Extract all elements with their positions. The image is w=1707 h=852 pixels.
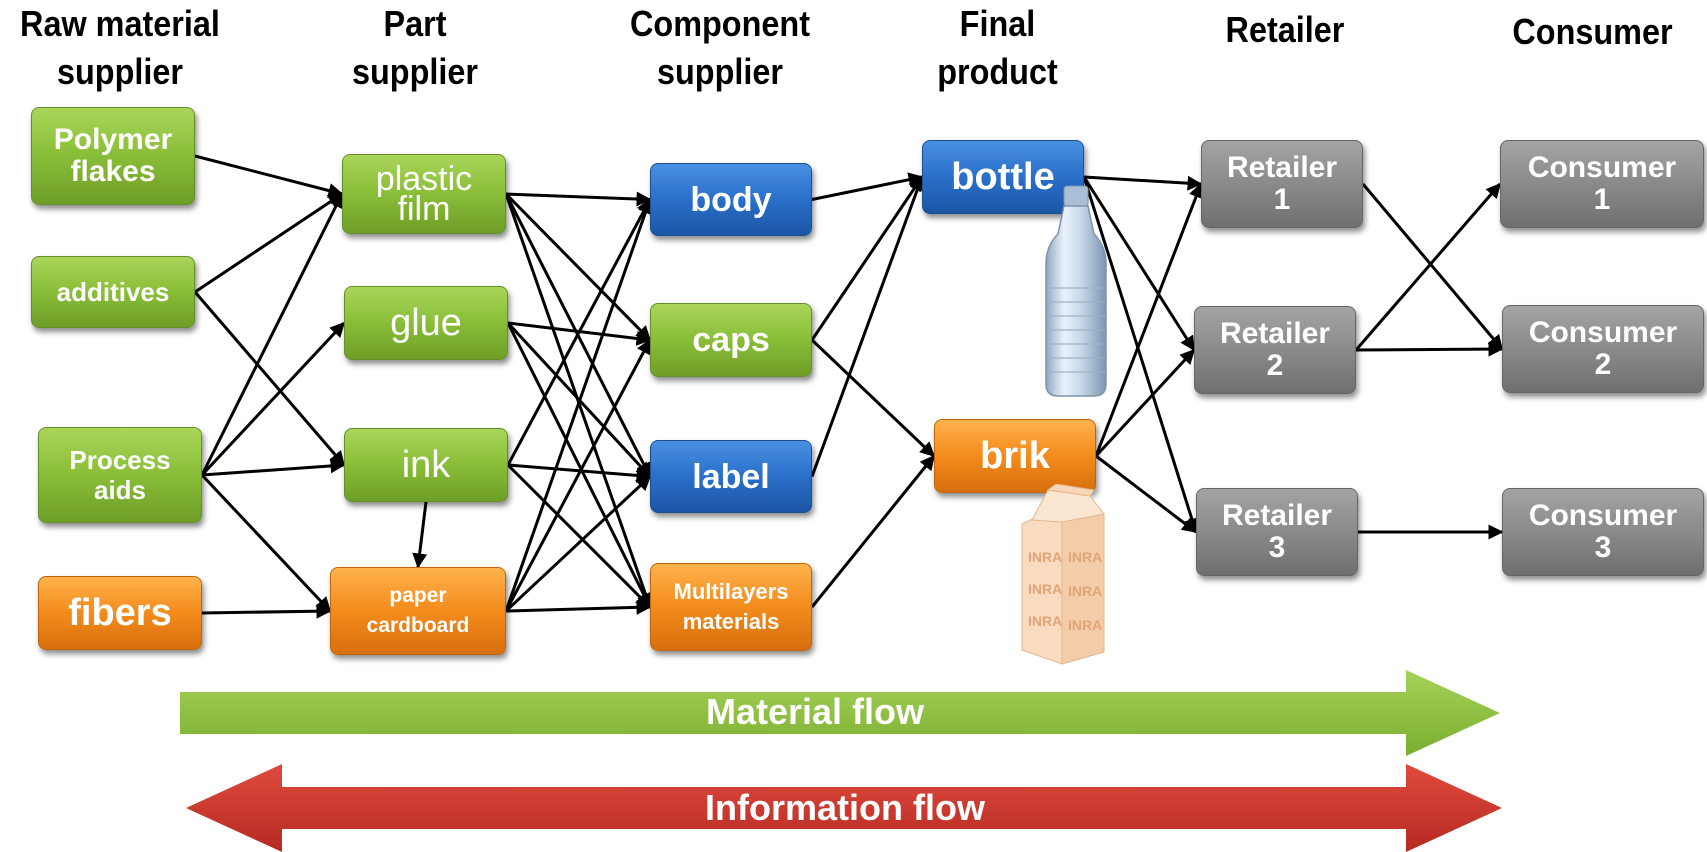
arrow-process-to-plastic: [200, 192, 344, 476]
column-title-retailer: Retailer: [1225, 9, 1345, 50]
svg-text:INRA: INRA: [1068, 617, 1102, 633]
svg-text:INRA: INRA: [1068, 583, 1102, 599]
arrow-plastic-to-caps: [504, 192, 652, 342]
column-title-consumer: Consumer: [1512, 11, 1673, 52]
material-flow-label: Material flow: [705, 691, 925, 732]
node-brik: brik: [934, 419, 1096, 493]
material-flow-arrow: [180, 670, 1500, 756]
arrow-label-to-bottle: [810, 175, 925, 478]
node-bottle: bottle: [922, 140, 1084, 214]
node-body: body: [650, 163, 812, 236]
arrow-r2-to-c2: [1355, 341, 1504, 357]
node-consumer-1: Consumer 1: [1500, 140, 1704, 228]
arrow-body-to-bottle: [811, 172, 924, 201]
arrow-paper-to-body: [504, 198, 653, 612]
arrow-glue-to-multi: [506, 322, 652, 609]
column-title-raw-material: Raw material supplier: [20, 3, 220, 92]
information-flow-label: Information flow: [705, 787, 985, 828]
node-retailer-3: Retailer 3: [1196, 488, 1358, 576]
node-plastic-film: plastic film: [342, 154, 506, 234]
arrow-plastic-to-body: [505, 191, 652, 207]
arrow-bottle-to-r3: [1082, 176, 1200, 534]
column-title-component-supplier: Component supplier: [630, 3, 810, 92]
node-multilayers-materials: Multilayers materials: [650, 563, 812, 651]
node-ink: ink: [344, 428, 508, 502]
arrow-r2-to-c1: [1354, 182, 1502, 351]
node-glue: glue: [344, 286, 508, 360]
arrow-additives-to-ink: [193, 291, 346, 467]
arrow-multi-to-brik: [810, 454, 936, 608]
arrow-bottle-to-r1: [1083, 175, 1203, 191]
arrow-polymer-to-plastic: [194, 154, 344, 198]
column-title-part-supplier: Part supplier: [351, 3, 479, 92]
node-label: label: [650, 440, 812, 513]
information-flow-arrow: [186, 764, 1502, 852]
milk-carton-image: INRA INRA INRA INRA INRA INRA: [1021, 484, 1105, 665]
node-caps: caps: [650, 303, 812, 377]
arrow-brik-to-r3: [1095, 454, 1198, 534]
arrow-ink-to-multi: [506, 463, 652, 609]
arrow-process-to-glue: [200, 321, 346, 477]
arrow-additives-to-plastic: [194, 192, 344, 294]
arrow-process-to-paper: [200, 473, 332, 613]
arrow-ink-to-body: [506, 198, 652, 466]
node-process-aids: Process aids: [38, 427, 202, 523]
node-retailer-1: Retailer 1: [1201, 140, 1363, 228]
arrow-ink-to-paper: [412, 501, 428, 569]
arrow-caps-to-brik: [810, 338, 936, 458]
svg-text:INRA: INRA: [1068, 549, 1102, 565]
node-consumer-3: Consumer 3: [1502, 488, 1704, 576]
arrow-paper-to-caps: [504, 338, 652, 612]
node-fibers: fibers: [38, 576, 202, 650]
svg-text:INRA: INRA: [1028, 581, 1062, 597]
arrow-r1-to-c2: [1361, 183, 1504, 351]
svg-text:INRA: INRA: [1028, 613, 1062, 629]
node-polymer-flakes: Polymer flakes: [31, 107, 195, 205]
column-title-final-product: Final product: [937, 3, 1058, 92]
water-bottle-image: [1045, 185, 1107, 397]
arrow-brik-to-r1: [1094, 182, 1204, 457]
arrow-fibers-to-paper: [201, 603, 332, 619]
svg-text:INRA: INRA: [1028, 549, 1062, 565]
arrow-process-to-ink: [201, 458, 346, 477]
node-paper-cardboard: paper cardboard: [330, 567, 506, 655]
node-additives: additives: [31, 256, 195, 328]
arrow-bottle-to-r2: [1082, 176, 1196, 352]
arrow-caps-to-bottle: [810, 175, 924, 341]
arrow-paper-to-label: [504, 475, 652, 613]
arrow-paper-to-multi: [505, 599, 652, 615]
node-consumer-2: Consumer 2: [1502, 305, 1704, 393]
arrow-brik-to-r2: [1094, 348, 1196, 458]
node-retailer-2: Retailer 2: [1194, 306, 1356, 394]
